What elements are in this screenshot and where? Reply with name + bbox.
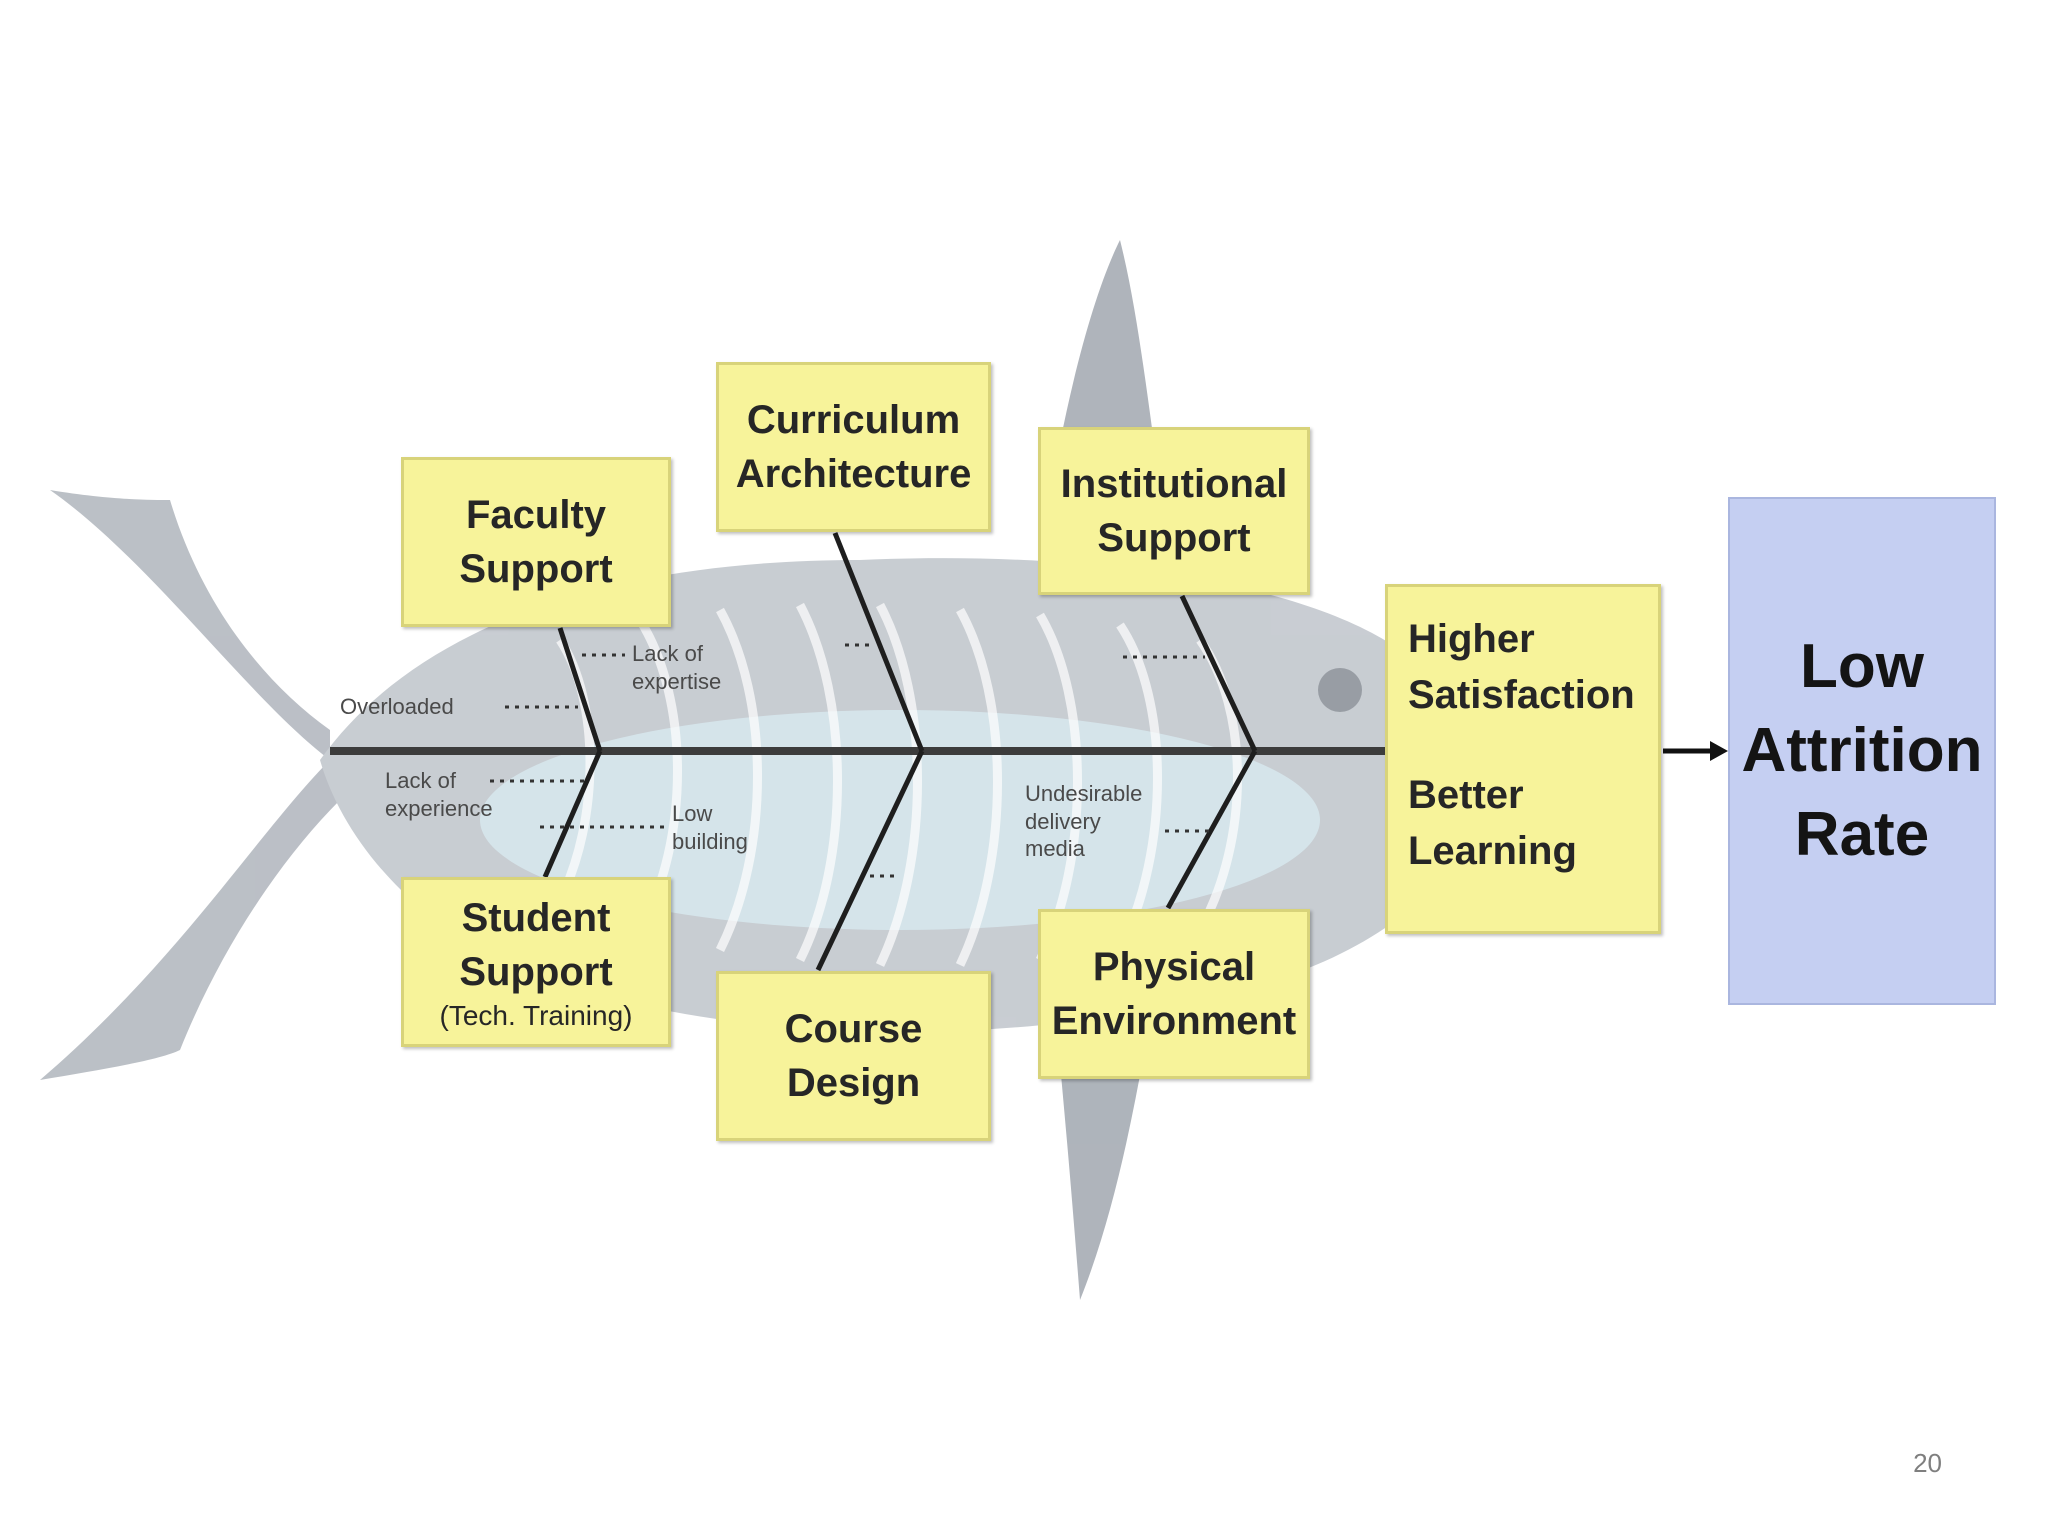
sub-cause-undesirable-delivery-media: Undesirable delivery media [1025,781,1143,861]
fish-belly-glow [480,710,1320,930]
effect-higher-satisfaction: Higher Satisfaction [1408,617,1635,717]
cause-student-support-label: Student Support [459,896,613,995]
cause-faculty-support-label: Faculty Support [459,493,613,591]
fish-tail [50,490,330,760]
bone-institutional [1179,594,1258,753]
sub-cause-low-building: Low building [672,801,748,854]
bone-course [815,749,925,972]
cause-curriculum-architecture-label: Curriculum Architecture [735,398,972,496]
cause-faculty-support: Faculty Support [401,457,671,627]
bone-physical [1165,749,1258,910]
effects-box: Higher Satisfaction Better Learning [1385,584,1661,934]
cause-curriculum-architecture: Curriculum Architecture [716,362,991,532]
cause-course-design: Course Design [716,971,991,1141]
bones [542,532,1258,972]
result-label: Low Attrition Rate [1741,632,1983,869]
fish-tail-lower [40,760,340,1080]
cause-institutional-support: Institutional Support [1038,427,1310,595]
result-arrow-head [1710,741,1728,761]
cause-physical-environment-label: Physical Environment [1051,945,1297,1043]
sub-cause-lack-of-expertise: Lack of expertise [632,641,722,694]
cause-student-support: Student Support (Tech. Training) [401,877,671,1047]
cause-institutional-support-label: Institutional Support [1060,462,1288,560]
effect-better-learning: Better Learning [1408,773,1577,873]
sub-cause-overloaded: Overloaded [340,694,454,719]
effects-spacer [1408,723,1658,767]
bone-student [542,749,603,879]
cause-physical-environment: Physical Environment [1038,909,1310,1079]
fish-eye [1318,668,1362,712]
bone-curriculum [832,532,925,752]
cause-student-support-note: (Tech. Training) [439,1000,633,1032]
cause-course-design-label: Course Design [784,1007,923,1105]
sub-cause-lack-of-experience: Lack of experience [385,768,493,821]
sub-cause-leaders [490,643,1215,878]
bone-faculty [557,627,603,752]
result-box: Low Attrition Rate [1728,497,1996,1005]
page-number: 20 [1913,1448,1942,1478]
